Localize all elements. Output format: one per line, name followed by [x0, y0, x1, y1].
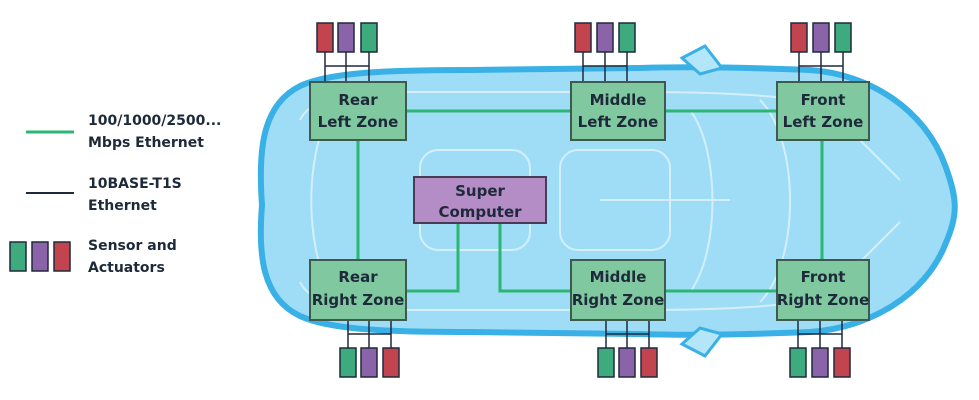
sensor-block [790, 22, 808, 53]
right-mirror [679, 326, 725, 358]
zone-label-line1: Front [801, 268, 846, 286]
computer-label-line1: Super [455, 182, 505, 200]
legend-label-line2: Mbps Ethernet [88, 135, 204, 151]
actuator-block [618, 347, 636, 378]
sensor-block [339, 347, 357, 378]
actuator-block [811, 347, 829, 378]
sensor-block [834, 22, 852, 53]
sensor-blocks [316, 22, 852, 378]
legend-swatch-green [9, 241, 27, 272]
zone-rear-right: Rear Right Zone [309, 259, 407, 321]
zone-label-line2: Right Zone [572, 291, 665, 309]
sensor-block [382, 347, 400, 378]
legend-label-line2: Actuators [88, 260, 165, 276]
left-mirror [679, 44, 725, 76]
zone-label-line1: Rear [338, 268, 378, 286]
sensor-block [640, 347, 658, 378]
sensor-block [618, 22, 636, 53]
zone-label-line2: Left Zone [783, 113, 864, 131]
zone-label-line2: Left Zone [318, 113, 399, 131]
legend-swatch-purple [31, 241, 49, 272]
link-computer-rear-right [406, 223, 460, 293]
t1s-wiring [324, 52, 844, 348]
actuator-block [337, 22, 355, 53]
legend-item-fast-ethernet: 100/1000/2500... Mbps Ethernet [26, 113, 221, 151]
legend: 100/1000/2500... Mbps Ethernet 10BASE-T1… [9, 113, 221, 276]
zone-label-line2: Left Zone [578, 113, 659, 131]
sensor-block [833, 347, 851, 378]
zone-front-right: Front Right Zone [776, 259, 870, 321]
legend-swatch-red [53, 241, 71, 272]
ethernet-backbone [356, 109, 824, 293]
sensor-block [597, 347, 615, 378]
zone-middle-left: Middle Left Zone [570, 81, 666, 141]
actuator-block [596, 22, 614, 53]
sensor-block [789, 347, 807, 378]
sensor-block [360, 22, 378, 53]
zone-label-line2: Right Zone [777, 291, 870, 309]
sensor-block [316, 22, 334, 53]
legend-label-line1: Sensor and [88, 238, 177, 254]
zone-label-line2: Right Zone [312, 291, 405, 309]
computer-label-line2: Computer [438, 203, 522, 221]
legend-item-sensors: Sensor and Actuators [9, 238, 177, 276]
zone-rear-left: Rear Left Zone [309, 81, 407, 141]
zone-label-line1: Front [801, 91, 846, 109]
legend-label-line1: 100/1000/2500... [88, 113, 221, 129]
sensor-block [574, 22, 592, 53]
zone-front-left: Front Left Zone [776, 81, 870, 141]
zone-label-line1: Rear [338, 91, 378, 109]
legend-item-t1s: 10BASE-T1S Ethernet [26, 176, 182, 214]
super-computer: Super Computer [413, 176, 547, 224]
zone-middle-right: Middle Right Zone [570, 259, 666, 321]
zone-label-line1: Middle [590, 91, 647, 109]
zone-label-line1: Middle [590, 268, 647, 286]
link-computer-middle-right [498, 223, 571, 293]
legend-label-line2: Ethernet [88, 198, 157, 214]
actuator-block [812, 22, 830, 53]
legend-label-line1: 10BASE-T1S [88, 176, 182, 192]
actuator-block [360, 347, 378, 378]
